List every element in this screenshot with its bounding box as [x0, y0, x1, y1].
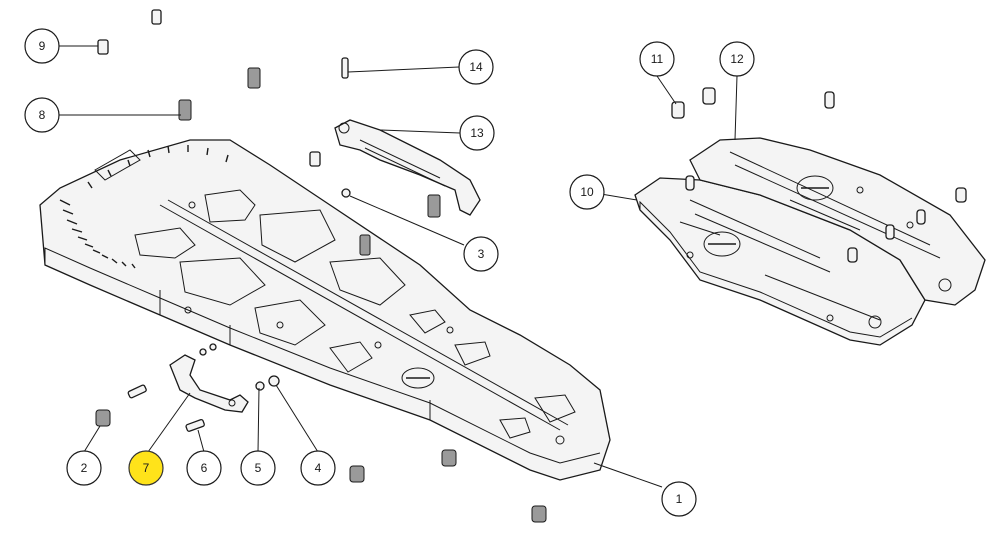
- callout-8: 8: [24, 97, 60, 133]
- svg-text:10: 10: [580, 185, 594, 199]
- svg-text:6: 6: [201, 461, 208, 475]
- svg-text:13: 13: [470, 126, 484, 140]
- callout-9: 9: [24, 28, 60, 64]
- svg-text:14: 14: [469, 60, 483, 74]
- callout-14: 14: [458, 49, 494, 85]
- callout-6: 6: [186, 450, 222, 486]
- callout-2: 2: [66, 450, 102, 486]
- svg-text:8: 8: [39, 108, 46, 122]
- upper-plate: [689, 137, 986, 306]
- grip-handle: [169, 354, 249, 413]
- hardware: [95, 9, 967, 523]
- svg-text:12: 12: [730, 52, 744, 66]
- callout-12: 12: [719, 41, 755, 77]
- callout-3: 3: [463, 236, 499, 272]
- svg-text:4: 4: [315, 461, 322, 475]
- svg-text:2: 2: [81, 461, 88, 475]
- callout-1: 1: [661, 481, 697, 517]
- svg-text:5: 5: [255, 461, 262, 475]
- callout-4: 4: [300, 450, 336, 486]
- svg-text:9: 9: [39, 39, 46, 53]
- svg-text:7: 7: [143, 461, 150, 475]
- svg-text:1: 1: [676, 492, 683, 506]
- callout-7: 7: [128, 450, 164, 486]
- lever-handle: [334, 119, 481, 216]
- callout-11: 11: [639, 41, 675, 77]
- callout-13: 13: [459, 115, 495, 151]
- callout-10: 10: [569, 174, 605, 210]
- callout-5: 5: [240, 450, 276, 486]
- base-plate: [39, 139, 611, 481]
- svg-text:11: 11: [651, 52, 664, 66]
- svg-text:3: 3: [478, 247, 485, 261]
